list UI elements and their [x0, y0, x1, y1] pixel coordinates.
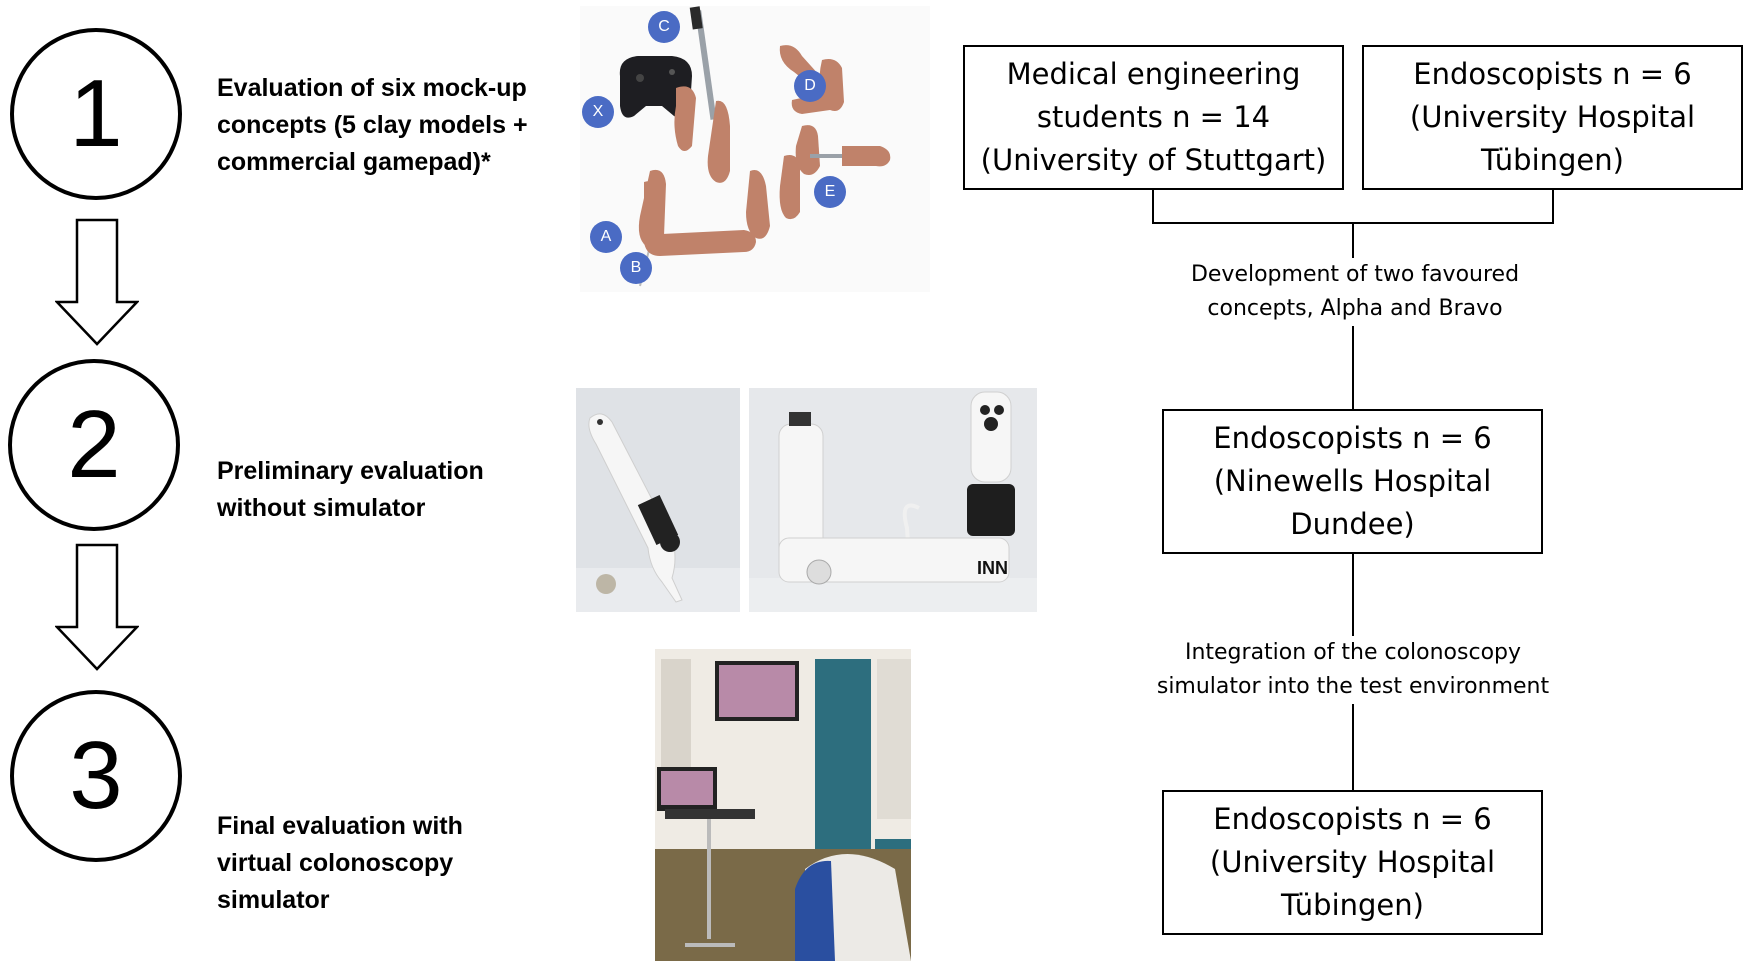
simulator-environment-photo: [655, 649, 911, 961]
badge-b: B: [620, 252, 652, 284]
bravo-device-photo: INN: [749, 388, 1037, 612]
step-1-label: Evaluation of six mock-up concepts (5 cl…: [217, 74, 528, 176]
badge-d: D: [794, 70, 826, 102]
endoscopists-tuebingen-box-2: Endoscopists n = 6 (University Hospital …: [1162, 790, 1543, 935]
students-box: Medical engineering students n = 14 (Uni…: [963, 45, 1344, 190]
badge-a-outer: A: [590, 221, 622, 253]
integration-note: Integration of the colonoscopy simulator…: [1130, 636, 1576, 704]
step-3-label: Final evaluation with virtual colonoscop…: [217, 812, 463, 914]
step-3-circle: 3: [10, 690, 182, 862]
badge-x-outer: X: [582, 96, 614, 128]
endoscopists-dundee-box: Endoscopists n = 6 (Ninewells Hospital D…: [1162, 409, 1543, 554]
alpha-device-photo: [576, 388, 740, 612]
step-1-circle: 1: [10, 28, 182, 200]
mockup-concepts-photo: X C D E A B: [580, 6, 930, 292]
bracket-left-line: [1152, 190, 1154, 224]
badge-c: C: [648, 11, 680, 43]
step-2-circle: 2: [8, 359, 180, 531]
badge-e: E: [814, 176, 846, 208]
step-2-label: Preliminary evaluation without simulator: [217, 457, 484, 522]
svg-text:INN: INN: [977, 558, 1008, 578]
development-note: Development of two favoured concepts, Al…: [1155, 258, 1555, 326]
down-arrow-1: [55, 218, 139, 346]
endoscopists-tuebingen-box-1: Endoscopists n = 6 (University Hospital …: [1362, 45, 1743, 190]
bracket-right-line: [1552, 190, 1554, 224]
down-arrow-2: [55, 543, 139, 671]
